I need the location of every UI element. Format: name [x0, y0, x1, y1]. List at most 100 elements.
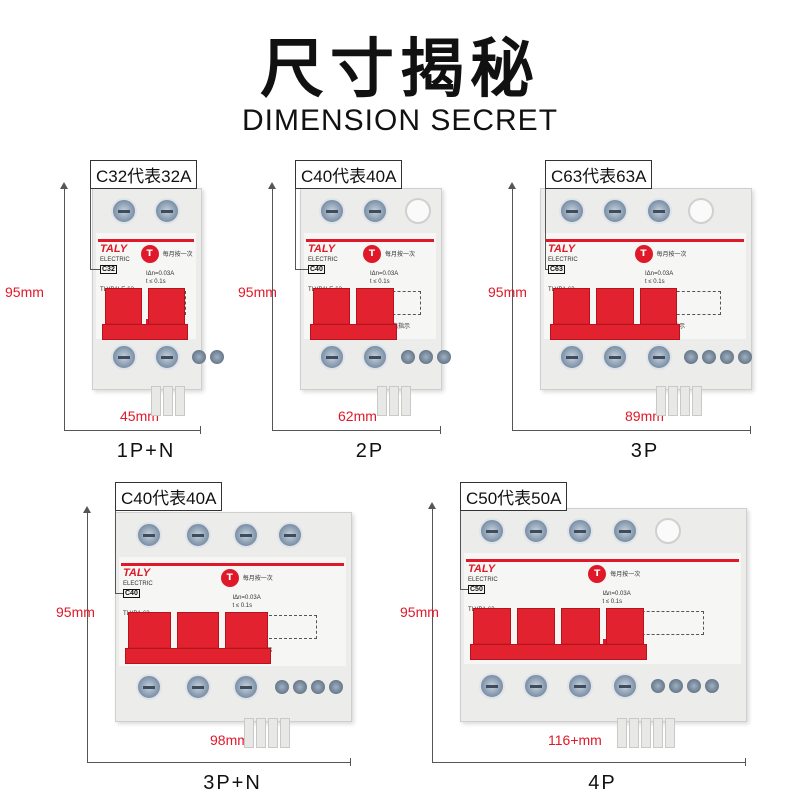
top-terminal-screw-icon[interactable]	[136, 522, 163, 548]
bottom-terminal-screw-icon[interactable]	[153, 344, 180, 371]
aux-terminal-screw-icon[interactable]	[684, 350, 699, 365]
bottom-terminal-screw-icon[interactable]	[136, 673, 163, 700]
switch-handle[interactable]	[176, 612, 220, 654]
aux-terminal-screw-icon[interactable]	[192, 350, 207, 365]
aux-terminal-screw-icon[interactable]	[418, 350, 433, 365]
electric-label: ELECTRIC	[548, 257, 578, 263]
top-terminal-screw-icon[interactable]	[276, 522, 303, 548]
switch-handle[interactable]	[356, 288, 394, 330]
aux-terminal-screw-icon[interactable]	[668, 678, 683, 693]
bottom-terminal-screw-icon[interactable]	[602, 344, 629, 371]
switch-handle[interactable]	[128, 612, 171, 654]
top-terminal-screw-icon[interactable]	[558, 198, 585, 224]
switch-handle[interactable]	[596, 288, 634, 330]
height-label: 95mm	[56, 604, 95, 620]
terminal-pin	[640, 718, 651, 748]
switch-handle[interactable]	[639, 288, 678, 330]
top-terminal-screw-icon[interactable]	[153, 198, 180, 224]
aux-terminal-screw-icon[interactable]	[292, 679, 307, 694]
capacity-callout: C32代表32A	[90, 160, 198, 189]
test-note: 每月按一次	[656, 252, 687, 258]
test-button[interactable]: T	[634, 245, 653, 263]
width-label: 98mm	[210, 732, 249, 748]
top-terminal-screw-icon[interactable]	[523, 518, 550, 544]
top-terminal-screw-icon[interactable]	[567, 518, 594, 544]
brand-stripe	[546, 239, 744, 242]
terminal-pin	[664, 718, 675, 748]
test-button[interactable]: T	[363, 245, 381, 263]
switch-handle[interactable]	[225, 612, 268, 654]
test-note: 每月按一次	[385, 252, 416, 258]
bottom-terminal-screw-icon[interactable]	[233, 673, 260, 700]
width-end-tick	[750, 426, 751, 434]
top-terminal-screw-icon[interactable]	[602, 198, 629, 224]
aux-terminal-screw-icon[interactable]	[274, 679, 289, 694]
aux-terminal-screw-icon[interactable]	[704, 678, 719, 693]
bottom-terminal-screw-icon[interactable]	[567, 672, 594, 699]
handle-tie-bar[interactable]	[102, 324, 189, 340]
top-terminal-screw-icon[interactable]	[184, 522, 211, 548]
top-terminal-screw-icon[interactable]	[110, 198, 137, 224]
callout-leader-line	[460, 589, 468, 590]
poles-label: 1P+N	[116, 440, 176, 462]
model-mark: C40	[308, 265, 325, 274]
switch-handle[interactable]	[605, 608, 644, 650]
height-dimension-line	[64, 188, 65, 430]
handle-tie-bar[interactable]	[310, 324, 397, 340]
height-arrow-icon	[83, 506, 91, 513]
width-dimension-line	[272, 430, 440, 431]
bottom-terminal-screw-icon[interactable]	[611, 672, 638, 699]
test-button[interactable]: T	[220, 569, 239, 587]
aux-terminal-screw-icon[interactable]	[210, 350, 225, 365]
aux-terminal-screw-icon[interactable]	[650, 678, 665, 693]
test-button[interactable]: T	[588, 565, 607, 583]
terminal-pin	[401, 386, 411, 416]
switch-handle[interactable]	[313, 288, 351, 330]
handle-tie-bar[interactable]	[470, 644, 647, 660]
aux-terminal-screw-icon[interactable]	[328, 679, 343, 694]
brand-stripe	[98, 239, 194, 242]
bottom-terminal-screw-icon[interactable]	[523, 672, 550, 699]
capacity-callout: C40代表40A	[115, 482, 223, 511]
terminal-pin	[652, 718, 663, 748]
aux-terminal-screw-icon[interactable]	[686, 678, 701, 693]
aux-terminal-screw-icon[interactable]	[310, 679, 325, 694]
test-button[interactable]: T	[140, 245, 159, 263]
rating-text: IΔn=0.03A	[645, 271, 674, 277]
top-terminal-screw-icon[interactable]	[645, 198, 672, 224]
switch-handle[interactable]	[553, 288, 591, 330]
aux-terminal-screw-icon[interactable]	[400, 350, 415, 365]
bottom-terminal-screw-icon[interactable]	[362, 344, 389, 371]
switch-handle[interactable]	[105, 288, 143, 330]
aux-terminal-screw-icon[interactable]	[738, 350, 753, 365]
handle-tie-bar[interactable]	[550, 324, 681, 340]
bottom-terminal-screw-icon[interactable]	[645, 344, 672, 371]
bottom-terminal-screw-icon[interactable]	[110, 344, 137, 371]
brand-logo: TALY	[548, 243, 576, 255]
brand-logo: TALY	[100, 243, 128, 255]
bottom-terminal-screw-icon[interactable]	[479, 672, 506, 699]
model-mark: C63	[548, 265, 565, 274]
switch-handle[interactable]	[517, 608, 556, 650]
aux-terminal-screw-icon[interactable]	[720, 350, 735, 365]
top-terminal-screw-icon[interactable]	[611, 518, 638, 544]
top-terminal-screw-icon[interactable]	[233, 522, 260, 548]
trip-time-text: t ≤ 0.1s	[645, 279, 665, 285]
aux-terminal-screw-icon[interactable]	[436, 350, 451, 365]
bottom-terminal-screw-icon[interactable]	[318, 344, 345, 371]
bottom-terminal-screw-icon[interactable]	[558, 344, 585, 371]
bottom-terminal-screw-icon[interactable]	[184, 673, 211, 700]
callout-leader-line	[115, 504, 116, 593]
top-terminal-screw-icon[interactable]	[318, 198, 345, 224]
top-terminal-screw-icon[interactable]	[362, 198, 389, 224]
page-title: 尺寸揭秘	[260, 33, 540, 107]
aux-terminal-screw-icon[interactable]	[702, 350, 717, 365]
height-label: 95mm	[488, 284, 527, 300]
rating-text: IΔn=0.03A	[232, 595, 261, 601]
top-terminal-screw-icon[interactable]	[479, 518, 506, 544]
handle-tie-bar[interactable]	[125, 648, 271, 664]
width-label: 89mm	[625, 408, 664, 424]
callout-leader-line	[295, 269, 308, 270]
callout-leader-line	[545, 182, 546, 269]
switch-handle[interactable]	[473, 608, 512, 650]
